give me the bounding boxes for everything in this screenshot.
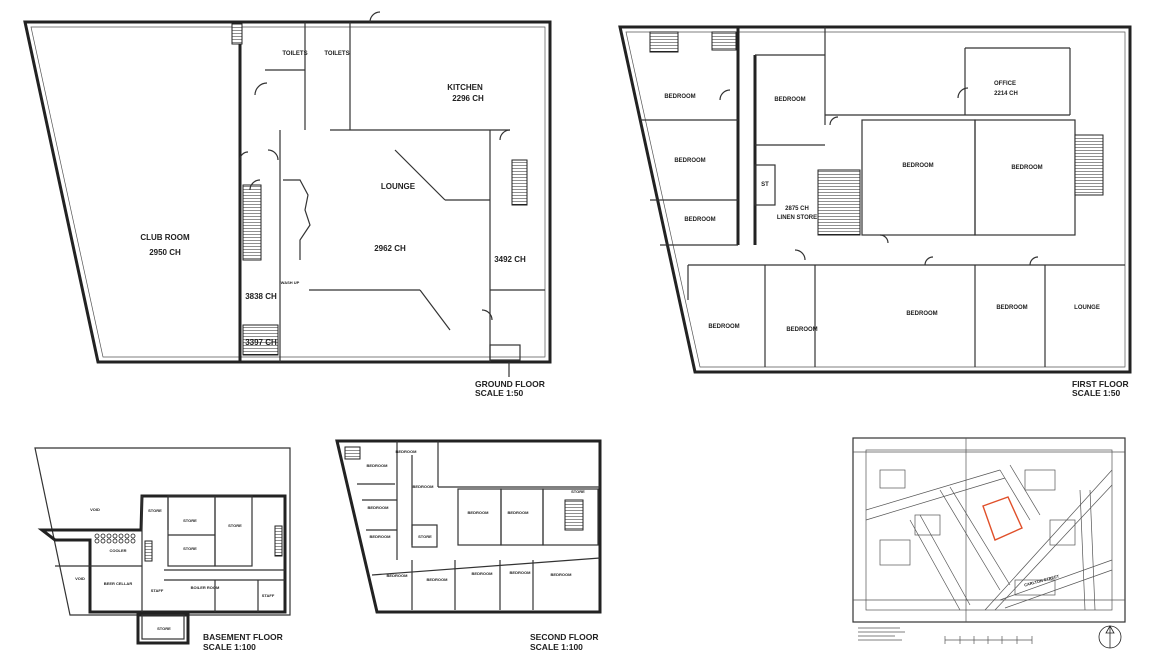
room-label: STORE <box>148 508 162 513</box>
room-label: LOUNGE <box>381 182 416 191</box>
room-height: 2950 CH <box>149 248 181 257</box>
room-label: STORE <box>183 546 197 551</box>
ground-floor-outline <box>23 20 552 364</box>
room-label: BEDROOM <box>508 510 530 515</box>
room-label: BEDROOM <box>902 163 933 169</box>
location-plan: CARLTON STREET <box>852 437 1126 649</box>
site-boundary <box>982 496 1023 541</box>
room-label: STORE <box>418 534 432 539</box>
first-floor-outline <box>618 25 1132 374</box>
room-label: KITCHEN <box>447 83 483 92</box>
room-label: VOID <box>90 507 100 512</box>
plan-title: FIRST FLOOR <box>1072 379 1129 389</box>
room-label: BEDROOM <box>387 573 409 578</box>
room-label: BEDROOM <box>413 484 435 489</box>
room-label: BEDROOM <box>664 94 695 100</box>
room-label: OFFICE <box>994 81 1016 87</box>
room-label: TOILETS <box>324 51 349 57</box>
room-label: BEDROOM <box>551 572 573 577</box>
plan-title: BASEMENT FLOOR <box>203 632 283 642</box>
room-height: 3838 CH <box>245 292 277 301</box>
room-label: BEDROOM <box>370 534 392 539</box>
room-label: CLUB ROOM <box>140 233 190 242</box>
room-label: ST <box>761 182 769 188</box>
room-label: BEDROOM <box>996 305 1027 311</box>
room-label: WASH UP <box>281 280 300 285</box>
second-floor-outline <box>335 439 602 614</box>
room-height: 3397 CH <box>245 338 277 347</box>
room-label: STORE <box>228 523 242 528</box>
room-label: STAFF <box>262 593 275 598</box>
room-label: BEDROOM <box>708 324 739 330</box>
room-label: STORE <box>183 518 197 523</box>
room-label: LOUNGE <box>1074 305 1100 311</box>
room-label: STORE <box>157 626 171 631</box>
basement-outline <box>34 447 291 616</box>
plan-title: GROUND FLOOR <box>475 379 545 389</box>
north-arrow-icon <box>1098 625 1122 649</box>
room-label: STAFF <box>151 588 164 593</box>
ground-floor-plan: CLUB ROOM 2950 CH TOILETS TOILETS KITCHE… <box>23 11 552 398</box>
room-label: COOLER <box>109 548 126 553</box>
room-label: BEER CELLAR <box>104 581 133 586</box>
first-floor-plan: BEDROOM BEDROOM BEDROOM BEDROOM BEDROOM … <box>618 25 1132 398</box>
plan-scale: SCALE 1:100 <box>530 642 583 652</box>
room-height: 2875 CH <box>785 206 809 212</box>
room-label: BEDROOM <box>427 577 449 582</box>
plan-title: SECOND FLOOR <box>530 632 598 642</box>
room-height: 3492 CH <box>494 255 526 264</box>
room-label: BEDROOM <box>472 571 494 576</box>
room-label: LINEN STORE <box>777 215 817 221</box>
basement-floor-plan: VOID VOID COOLER BEER CELLAR STORE STORE… <box>34 447 291 652</box>
plan-scale: SCALE 1:50 <box>475 388 523 398</box>
room-label: BEDROOM <box>510 570 532 575</box>
room-label: BEDROOM <box>774 97 805 103</box>
plan-scale: SCALE 1:50 <box>1072 388 1120 398</box>
room-label: BEDROOM <box>367 463 389 468</box>
second-floor-plan: BEDROOM BEDROOM BEDROOM BEDROOM BEDROOM … <box>335 439 602 652</box>
room-height: 2296 CH <box>452 94 484 103</box>
room-height: 2214 CH <box>994 91 1018 97</box>
room-label: TOILETS <box>282 51 307 57</box>
room-height: 2962 CH <box>374 244 406 253</box>
room-label: BEDROOM <box>396 449 418 454</box>
room-label: STORE <box>571 489 585 494</box>
room-label: BEDROOM <box>1011 165 1042 171</box>
room-label: BEDROOM <box>368 505 390 510</box>
room-label: BOILER ROOM <box>191 585 220 590</box>
room-label: BEDROOM <box>468 510 490 515</box>
plan-scale: SCALE 1:100 <box>203 642 256 652</box>
room-label: VOID <box>75 576 85 581</box>
room-label: BEDROOM <box>674 158 705 164</box>
room-label: BEDROOM <box>906 311 937 317</box>
room-label: BEDROOM <box>684 217 715 223</box>
room-label: BEDROOM <box>786 327 817 333</box>
